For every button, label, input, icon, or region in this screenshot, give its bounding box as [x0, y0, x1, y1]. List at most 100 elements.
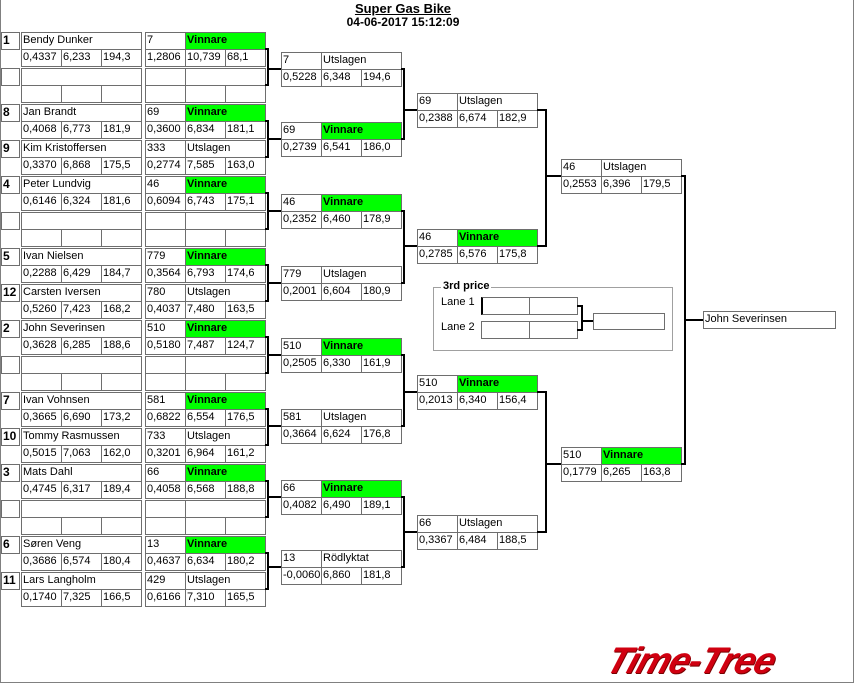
- time-cell: 6,396: [601, 176, 642, 194]
- third-price-title: 3rd price: [441, 280, 492, 292]
- bracket-connector: [545, 463, 561, 465]
- race-status: Utslagen: [185, 572, 266, 590]
- lane1-input-b[interactable]: [529, 297, 578, 315]
- time-cell: 161,2: [225, 445, 266, 463]
- race-status: Vinnare: [601, 447, 682, 465]
- race-status: Vinnare: [185, 536, 266, 554]
- event-title: Super Gas Bike: [354, 1, 452, 16]
- bib-number: 13: [281, 550, 322, 568]
- race-status: Utslagen: [185, 428, 266, 446]
- time-cell: 7,480: [185, 301, 226, 319]
- racer-name: Jan Brandt: [21, 104, 142, 122]
- race-status: [185, 68, 266, 86]
- time-cell: 0,1740: [21, 589, 62, 607]
- bracket-connector: [537, 245, 547, 247]
- time-cell: [145, 517, 186, 535]
- racer-name: Tommy Rasmussen: [21, 428, 142, 446]
- racer-name: Peter Lundvig: [21, 176, 142, 194]
- bib-number: 510: [417, 375, 458, 393]
- time-cell: 175,1: [225, 193, 266, 211]
- time-cell: 0,6822: [145, 409, 186, 427]
- time-cell: 175,5: [101, 157, 142, 175]
- seed-number: 12: [1, 284, 20, 302]
- bracket-connector: [545, 175, 561, 177]
- time-cell: [61, 229, 102, 247]
- time-cell: 175,8: [497, 246, 538, 264]
- bib-number: 46: [145, 176, 186, 194]
- bracket-connector: [681, 175, 686, 177]
- race-status: Vinnare: [457, 375, 538, 393]
- connector: [577, 329, 583, 331]
- bracket-connector: [403, 245, 417, 247]
- bracket-connector: [267, 496, 281, 498]
- bib-number: 7: [281, 52, 322, 70]
- time-cell: [185, 517, 226, 535]
- bracket-connector: [403, 354, 405, 427]
- bib-number: 429: [145, 572, 186, 590]
- connector: [577, 305, 583, 307]
- bib-number: 13: [145, 536, 186, 554]
- time-cell: 180,4: [101, 553, 142, 571]
- race-status: Utslagen: [601, 159, 682, 177]
- bracket-connector: [684, 319, 703, 321]
- time-cell: 0,4745: [21, 481, 62, 499]
- bracket-connector: [267, 210, 281, 212]
- racer-name: Carsten Iversen: [21, 284, 142, 302]
- bib-number: 46: [281, 194, 322, 212]
- time-cell: 0,1779: [561, 464, 602, 482]
- time-cell: 7,585: [185, 157, 226, 175]
- bib-number: 581: [281, 409, 322, 427]
- time-cell: 0,2553: [561, 176, 602, 194]
- time-cell: 6,317: [61, 481, 102, 499]
- lane2-input-b[interactable]: [529, 321, 578, 339]
- time-cell: [21, 517, 62, 535]
- bracket-connector: [537, 391, 547, 393]
- time-cell: 6,576: [457, 246, 498, 264]
- seed-number: 9: [1, 140, 20, 158]
- third-price-result: [593, 313, 665, 330]
- time-cell: 174,6: [225, 265, 266, 283]
- time-cell: 6,773: [61, 121, 102, 139]
- time-cell: 0,4058: [145, 481, 186, 499]
- race-status: Utslagen: [321, 52, 402, 70]
- time-cell: 0,2352: [281, 211, 322, 229]
- time-cell: 0,5015: [21, 445, 62, 463]
- race-status: Utslagen: [457, 515, 538, 533]
- bib-number: 779: [145, 248, 186, 266]
- race-status: Utslagen: [321, 409, 402, 427]
- time-cell: 0,2774: [145, 157, 186, 175]
- seed-number: 1: [1, 32, 20, 50]
- time-cell: [101, 517, 142, 535]
- time-cell: 7,325: [61, 589, 102, 607]
- time-cell: 0,5260: [21, 301, 62, 319]
- bib-number: 779: [281, 266, 322, 284]
- racer-name: [21, 68, 142, 86]
- bib-number: 66: [417, 515, 458, 533]
- seed-number: [1, 212, 20, 230]
- bracket-connector: [537, 531, 547, 533]
- time-cell: 176,5: [225, 409, 266, 427]
- bracket-connector: [537, 109, 547, 111]
- bib-number: [145, 500, 186, 518]
- race-status: Vinnare: [185, 464, 266, 482]
- lane2-input-a[interactable]: [481, 321, 530, 339]
- time-cell: 0,3665: [21, 409, 62, 427]
- time-cell: [145, 373, 186, 391]
- seed-number: [1, 68, 20, 86]
- time-cell: 0,3201: [145, 445, 186, 463]
- time-cell: 194,6: [361, 69, 402, 87]
- race-status: Vinnare: [185, 104, 266, 122]
- time-cell: 0,3686: [21, 553, 62, 571]
- time-cell: 0,6166: [145, 589, 186, 607]
- time-cell: 0,4637: [145, 553, 186, 571]
- seed-number: [1, 500, 20, 518]
- bracket-connector: [545, 391, 547, 533]
- bracket-connector: [545, 109, 547, 247]
- time-cell: 6,604: [321, 283, 362, 301]
- bracket-connector: [403, 210, 405, 284]
- lane1-input-a[interactable]: [481, 297, 530, 315]
- race-status: [185, 356, 266, 374]
- bib-number: 510: [561, 447, 602, 465]
- bracket-connector: [267, 552, 269, 590]
- race-status: Utslagen: [185, 284, 266, 302]
